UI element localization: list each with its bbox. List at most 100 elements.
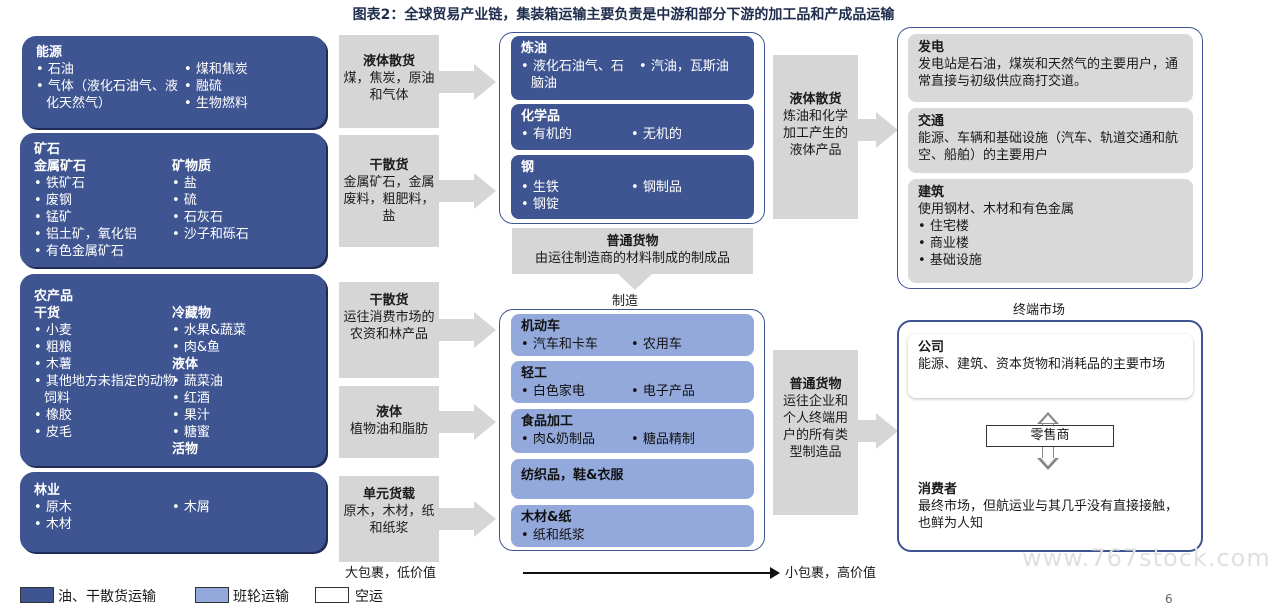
list-item: 无机的 — [631, 126, 741, 143]
down-arrow-inner — [1041, 458, 1055, 466]
agri-sub4: 活物 — [172, 442, 199, 457]
bottom-left-note: 大包裹，低价值 — [345, 566, 437, 581]
arrow-liquid-bulk-2: 液体散货 炼油和化学加工产生的液体产品 — [773, 55, 898, 219]
list-item: 基础设施 — [918, 252, 1183, 269]
arrow-body: 植物油和脂肪 — [349, 422, 428, 437]
value-arrow-line — [523, 572, 773, 574]
steel-head: 钢 — [521, 160, 535, 175]
agri-head: 农产品 — [34, 289, 74, 304]
power-head: 发电 — [918, 40, 945, 55]
company-head: 公司 — [918, 340, 945, 355]
arrow-head: 普通货物 — [606, 234, 659, 249]
arrow-general-cargo-2: 普通货物 运往企业和个人终端用户的所有类型制造品 — [773, 350, 898, 515]
transport-body: 能源、车辆和基础设施（汽车、轨道交通和航空、船舶）的主要用户 — [918, 131, 1179, 163]
textile-box: 纺织品，鞋&衣服 — [511, 459, 754, 499]
list-item: 有色金属矿石 — [34, 243, 184, 260]
list-item: 融硫 — [184, 78, 314, 95]
list-item: 肉&奶制品 — [521, 431, 641, 448]
list-item: 生物燃料 — [184, 95, 314, 112]
light-industry-box: 轻工 白色家电 电子产品 — [511, 361, 754, 403]
ore-sub1: 金属矿石 — [34, 159, 87, 174]
list-item: 废钢 — [34, 192, 184, 209]
agri-sub3: 液体 — [172, 357, 199, 372]
list-item: 水果&蔬菜 — [172, 322, 312, 339]
arrow-body: 由运往制造商的材料制成的制成品 — [534, 251, 730, 266]
forest-head: 林业 — [34, 483, 61, 498]
legend-swatch-dark — [20, 587, 54, 603]
motor-box: 机动车 汽车和卡车 农用车 — [511, 314, 754, 356]
agri-sub1: 干货 — [34, 306, 61, 321]
consumer-head: 消费者 — [918, 482, 958, 497]
arrow-body: 原木，木材，纸和纸浆 — [343, 504, 435, 536]
list-item: 锰矿 — [34, 209, 184, 226]
power-box: 发电 发电站是石油，煤炭和天然气的主要用户，通常直接与初级供应商打交道。 — [908, 34, 1193, 102]
page-number: 6 — [1165, 592, 1173, 606]
arrow-liquid: 液体 植物油和脂肪 — [339, 386, 496, 458]
list-item: 石灰石 — [172, 209, 312, 226]
list-item: 小麦 — [34, 322, 184, 339]
list-item: 铝土矿，氧化铝 — [34, 226, 184, 243]
list-item: 肉&鱼 — [172, 339, 312, 356]
company-body: 能源、建筑、资本货物和消耗品的主要市场 — [918, 357, 1166, 372]
list-item: 橡胶 — [34, 407, 184, 424]
legend-label-dark: 油、干散货运输 — [58, 589, 156, 605]
chemicals-box: 化学品 有机的 无机的 — [511, 104, 754, 150]
value-arrow-head — [770, 567, 780, 579]
construction-box: 建筑 使用钢材、木材和有色金属 住宅楼 商业楼 基础设施 — [908, 179, 1193, 283]
arrow-head: 单元货载 — [362, 487, 415, 502]
list-item: 气体（液化石油气、液化天然气） — [36, 78, 186, 112]
list-item: 粗粮 — [34, 339, 184, 356]
arrow-head: 液体散货 — [789, 92, 842, 107]
down-arrow-icon — [618, 274, 652, 290]
arrow-body: 煤，焦炭，原油和气体 — [343, 71, 435, 103]
arrow-head: 干散货 — [369, 158, 409, 173]
chemicals-head: 化学品 — [521, 109, 561, 124]
list-item: 液化石油气、石脑油 — [521, 58, 633, 92]
ore-box: 矿石 金属矿石 铁矿石 废钢 锰矿 铝土矿，氧化铝 有色金属矿石 矿物质 盐 硫… — [20, 133, 326, 267]
legend-swatch-white — [315, 587, 349, 603]
list-item: 皮毛 — [34, 424, 184, 441]
ore-head: 矿石 — [34, 142, 61, 157]
construction-head: 建筑 — [918, 185, 945, 200]
arrow-dry-bulk-1: 干散货 金属矿石，金属废料，粗肥料，盐 — [339, 135, 496, 247]
legend-swatch-light — [195, 587, 229, 603]
list-item: 石油 — [36, 61, 186, 78]
list-item: 红酒 — [172, 390, 312, 407]
company-box: 公司 能源、建筑、资本货物和消耗品的主要市场 — [908, 334, 1193, 398]
ore-sub2: 矿物质 — [172, 159, 212, 174]
food-box: 食品加工 肉&奶制品 糖品精制 — [511, 409, 754, 453]
consumer-body: 最终市场，但航运业与其几乎没有直接接触，也鲜为人知 — [918, 499, 1179, 531]
up-arrow-inner — [1041, 415, 1055, 423]
list-item: 糖蜜 — [172, 424, 312, 441]
general-cargo-arrow: 普通货物 由运往制造商的材料制成的制成品 — [512, 228, 753, 274]
wood-paper-box: 木材&纸 纸和纸浆 — [511, 505, 754, 547]
list-item: 其他地方未指定的动物饲料 — [34, 373, 179, 407]
list-item: 煤和焦炭 — [184, 61, 314, 78]
retail-box: 零售商 — [986, 425, 1114, 447]
construction-body: 使用钢材、木材和有色金属 — [918, 202, 1075, 217]
motor-head: 机动车 — [521, 319, 561, 334]
list-item: 沙子和砾石 — [172, 226, 312, 243]
energy-box: 能源 石油 气体（液化石油气、液化天然气） 煤和焦炭 融硫 生物燃料 — [22, 36, 326, 128]
list-item: 白色家电 — [521, 383, 641, 400]
end-market-label: 终端市场 — [1013, 303, 1066, 318]
food-head: 食品加工 — [521, 414, 574, 429]
arrow-unit-load: 单元货载 原木，木材，纸和纸浆 — [339, 476, 496, 562]
power-body: 发电站是石油，煤炭和天然气的主要用户，通常直接与初级供应商打交道。 — [918, 57, 1179, 89]
agri-sub2: 冷藏物 — [172, 306, 212, 321]
list-item: 住宅楼 — [918, 218, 1183, 235]
transport-box: 交通 能源、车辆和基础设施（汽车、轨道交通和航空、船舶）的主要用户 — [908, 108, 1193, 173]
agri-box: 农产品 干货 小麦 粗粮 木薯 其他地方未指定的动物饲料 橡胶 皮毛 冷藏物 水… — [20, 274, 326, 466]
bottom-right-note: 小包裹，高价值 — [785, 566, 877, 581]
list-item: 果汁 — [172, 407, 312, 424]
list-item: 蔬菜油 — [172, 373, 312, 390]
energy-head: 能源 — [36, 45, 63, 60]
legend-label-white: 空运 — [355, 589, 383, 605]
arrow-liquid-bulk: 液体散货 煤，焦炭，原油和气体 — [339, 35, 496, 128]
list-item: 原木 — [34, 499, 184, 516]
arrow-body: 炼油和化学加工产生的液体产品 — [782, 109, 848, 158]
arrow-head: 干散货 — [369, 293, 409, 308]
transport-head: 交通 — [918, 114, 945, 129]
legend-label-light: 班轮运输 — [233, 589, 289, 605]
light-head: 轻工 — [521, 366, 548, 381]
